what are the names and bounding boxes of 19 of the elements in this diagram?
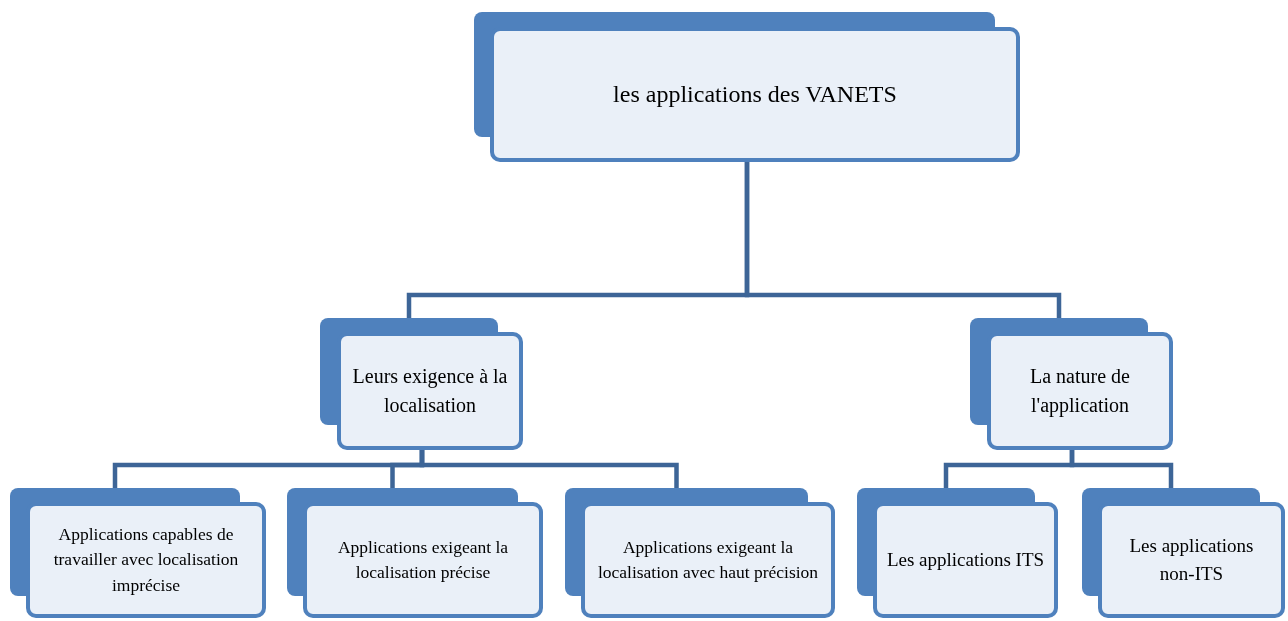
- connector-line: [744, 162, 1062, 318]
- box-label: Les applications ITS: [886, 548, 1045, 573]
- box-label: La nature de l'application: [1029, 364, 1131, 419]
- box-label: les applications des VANETS: [613, 80, 897, 110]
- org-chart-box: [10, 488, 266, 618]
- connector-line: [419, 450, 679, 488]
- org-chart-box: [565, 488, 835, 618]
- org-chart-box: [970, 318, 1173, 450]
- box-label: Leurs exigence à la localisation: [351, 364, 509, 418]
- box-label: Applications exigeant la localisation précise: [336, 535, 510, 584]
- org-chart-box: [857, 488, 1058, 618]
- org-chart-box: [320, 318, 523, 450]
- org-chart-box: [1082, 488, 1285, 618]
- box-label: Les applications non-ITS: [1128, 534, 1255, 586]
- box-label: Applications capables de travailler avec localisation imprécise: [52, 522, 240, 597]
- box-label: Applications exigeant la localisation avec haut précision: [596, 535, 820, 584]
- connector-line: [1069, 450, 1174, 488]
- org-chart-box: [287, 488, 543, 618]
- org-chart-box: [474, 12, 1020, 162]
